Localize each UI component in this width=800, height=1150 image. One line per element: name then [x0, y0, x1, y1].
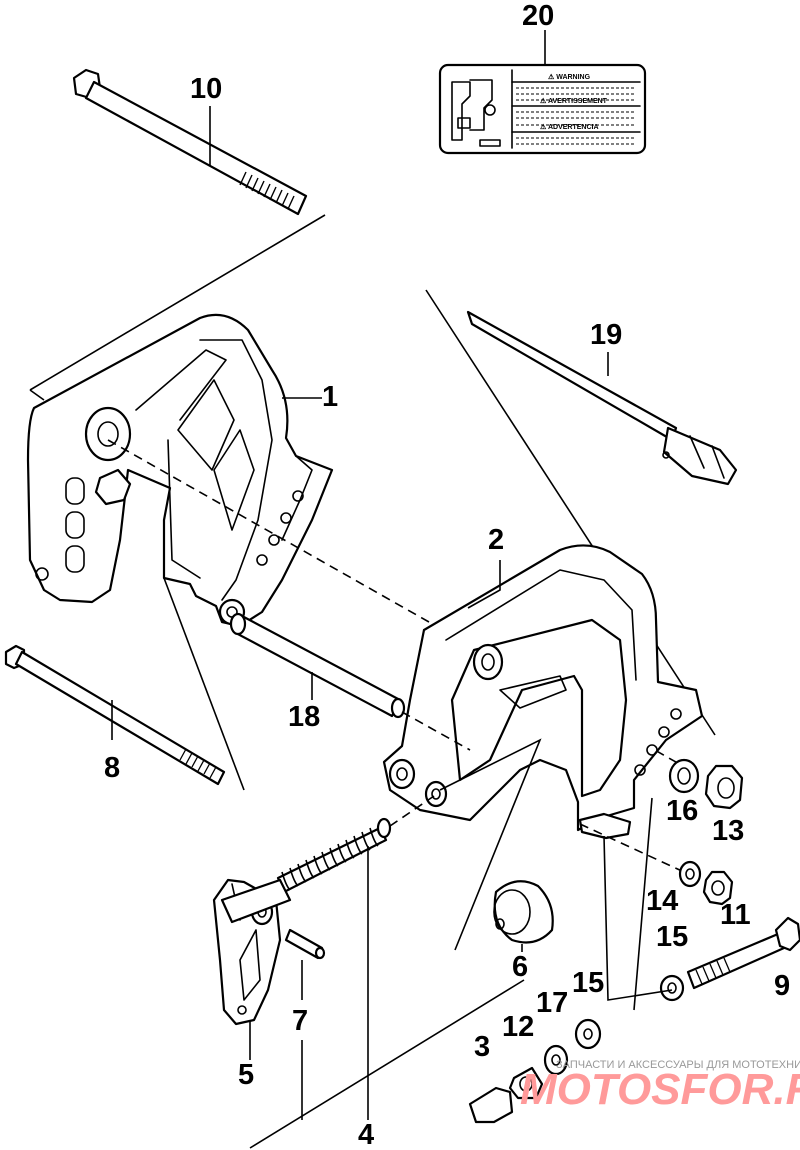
washer-17 — [543, 1044, 569, 1076]
clamp-lever-5 — [212, 878, 292, 1026]
right-bolt-guide-b — [633, 797, 653, 1011]
rod-19-centerline — [425, 289, 716, 736]
part-label-15-left: 15 — [572, 967, 604, 999]
part-label-13: 13 — [712, 815, 744, 847]
swivel-bracket-2 — [382, 544, 704, 840]
washer-15-right — [659, 974, 685, 1002]
bracket-2-leader — [467, 560, 501, 609]
part-label-19: 19 — [590, 319, 622, 351]
spring-dashed — [389, 795, 435, 827]
part-label-14: 14 — [646, 885, 678, 917]
watermark-site: MOTOSFOR.RU — [520, 1065, 800, 1114]
part-label-1: 1 — [322, 381, 338, 413]
part-label-7: 7 — [292, 1005, 308, 1037]
part-label-8: 8 — [104, 752, 120, 784]
part-label-11: 11 — [720, 899, 751, 931]
spring-4 — [276, 817, 392, 894]
bolt-9 — [686, 916, 800, 990]
part-label-17: 17 — [536, 987, 568, 1019]
part-label-12: 12 — [502, 1011, 534, 1043]
part-label-3: 3 — [474, 1031, 490, 1063]
tilt-rod-19 — [466, 310, 738, 486]
long-bolt-10 — [72, 68, 308, 216]
decal-avertissement-text: ⚠ AVERTISSEMENT — [540, 97, 608, 105]
stern-bracket-1 — [26, 313, 334, 628]
part-label-15-right: 15 — [656, 921, 688, 953]
bracket-1-axis-a — [29, 389, 45, 401]
bracket-2-upper-guide — [439, 738, 542, 951]
part-label-5: 5 — [238, 1059, 254, 1091]
bolt-10-centerline — [29, 214, 326, 391]
pin-7 — [284, 928, 326, 960]
nut-13 — [704, 764, 744, 810]
cap-6 — [493, 880, 554, 944]
cap-3 — [468, 1086, 514, 1124]
nut-11 — [702, 870, 734, 906]
watermark-tagline: ЗАПЧАСТИ И АКСЕССУАРЫ ДЛЯ МОТОТЕХНИКИ — [556, 1059, 800, 1071]
part-label-16: 16 — [666, 795, 698, 827]
part-label-10: 10 — [190, 73, 222, 105]
swivel-nut-dashed — [579, 823, 685, 873]
warning-decal: ⚠ WARNING ⚠ AVERTISSEMENT ⚠ ADVERTENCIA — [438, 63, 647, 155]
pivot-tube-18 — [229, 612, 406, 719]
part-label-4: 4 — [358, 1119, 374, 1150]
bracket-1-lower-guide — [163, 577, 245, 791]
decal-warning-text: ⚠ WARNING — [548, 73, 591, 81]
washer-14 — [678, 860, 702, 888]
right-bolt-guide — [603, 835, 673, 1001]
part-label-18: 18 — [288, 701, 320, 733]
washer-16 — [668, 758, 700, 794]
part-label-9: 9 — [774, 970, 790, 1002]
part-label-20: 20 — [522, 0, 554, 32]
tube-18-dashed — [401, 711, 471, 751]
bushing-12 — [508, 1066, 544, 1100]
bottom-guide-line — [249, 979, 525, 1149]
part-label-2: 2 — [488, 524, 504, 556]
washer-15-left — [574, 1018, 602, 1050]
long-bolt-8 — [4, 644, 226, 786]
part-label-6: 6 — [512, 951, 528, 983]
decal-advertencia-text: ⚠ ADVERTENCIA — [540, 123, 599, 131]
